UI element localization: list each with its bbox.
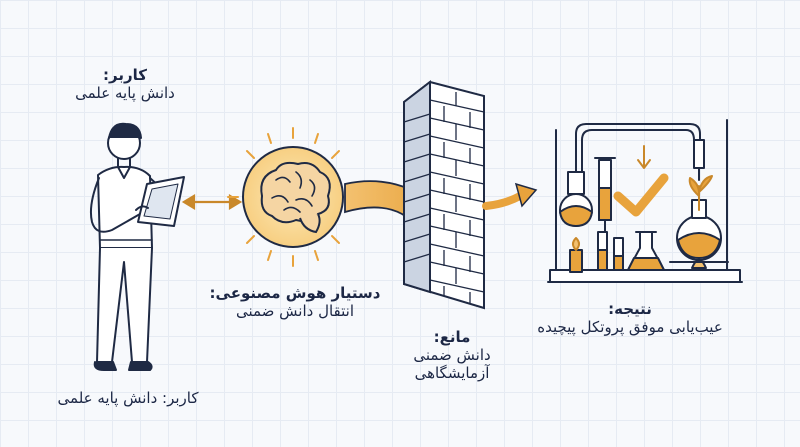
- brick-wall: [403, 79, 485, 310]
- result-subtitle: عیب‌یابی موفق پروتکل پیچیده: [537, 318, 723, 336]
- result-label: نتیجه: عیب‌یابی موفق پروتکل پیچیده: [530, 300, 730, 336]
- user-brain-arrow: [181, 194, 243, 210]
- user-figure: [89, 122, 185, 371]
- barrier-line2: آزمایشگاهی: [414, 364, 490, 382]
- assistant-label: دستیار هوش مصنوعی: انتقال دانش ضمنی: [200, 284, 390, 320]
- user-bottom-label: کاربر: دانش پایه علمی: [57, 389, 199, 407]
- assistant-subtitle: انتقال دانش ضمنی: [235, 302, 355, 320]
- assistant-title: دستیار هوش مصنوعی:: [209, 284, 381, 302]
- user-top-label: کاربر: دانش پایه علمی: [70, 66, 180, 102]
- lab-apparatus-icon: [547, 119, 743, 283]
- wall-lab-arrow: [482, 182, 538, 210]
- user-top-title: کاربر:: [103, 66, 147, 84]
- user-top-subtitle: دانش پایه علمی: [75, 84, 175, 102]
- barrier-label: مانع: دانش ضمنی آزمایشگاهی: [402, 328, 502, 382]
- barrier-line1: دانش ضمنی: [413, 346, 491, 364]
- barrier-title: مانع:: [433, 328, 471, 346]
- result-title: نتیجه:: [608, 300, 652, 318]
- brain-icon: [227, 127, 359, 267]
